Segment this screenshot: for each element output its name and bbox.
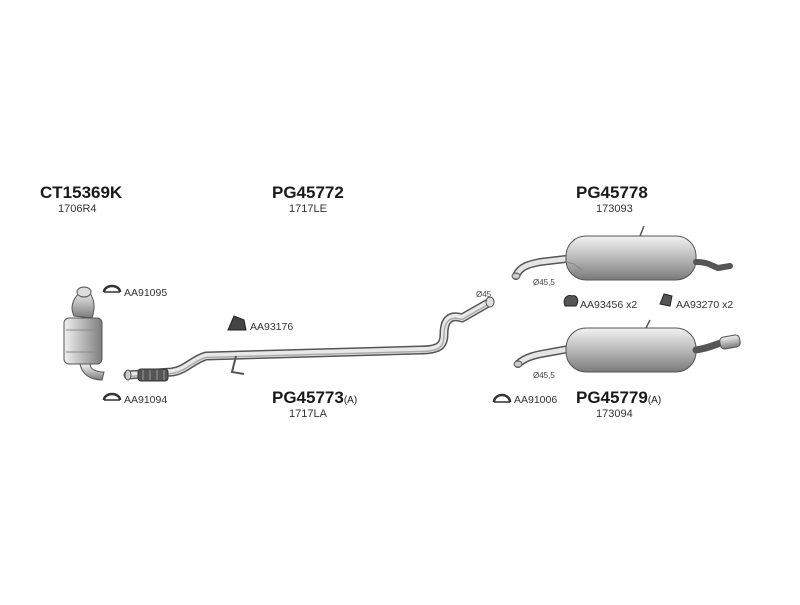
part-code-catalyst: CT15369K [40, 183, 123, 202]
hanger-icon [659, 293, 673, 307]
clamp-icon [102, 392, 122, 401]
accessory-rear-clamp: AA91006 [514, 394, 558, 406]
accessory-clamp-upper: AA91095 [124, 287, 168, 299]
rear-clamp-icon [492, 393, 512, 403]
part-ref-catalyst: 1706R4 [58, 203, 97, 215]
part-code-rear-top: PG45778 [576, 183, 648, 202]
accessory-rubber-mount: AA93176 [250, 321, 294, 333]
part-code-mid-pipe-bottom: PG45773(A) [272, 388, 357, 408]
part-code-rear-bottom: PG45779(A) [576, 388, 661, 408]
clamp-icon [102, 284, 122, 293]
part-ref-rear-bottom: 173094 [596, 408, 633, 420]
diameter-rear-bottom-inlet: Ø45,5 [533, 371, 555, 380]
part-suffix-mid-pipe-bottom: (A) [343, 395, 358, 406]
rubber-mount-icon [227, 315, 247, 331]
hanger-icon [563, 295, 579, 307]
part-code-rear-bottom-value: PG45779 [576, 388, 648, 407]
part-ref-mid-pipe-top: 1717LE [289, 203, 327, 215]
part-code-mid-pipe-bottom-value: PG45773 [272, 388, 344, 407]
part-suffix-rear-bottom: (A) [647, 395, 662, 406]
diameter-mid-pipe-end: Ø45 [476, 290, 492, 299]
part-code-mid-pipe-top: PG45772 [272, 183, 344, 202]
part-ref-mid-pipe-bottom: 1717LA [289, 408, 327, 420]
accessory-hanger-b: AA93270 x2 [676, 299, 734, 311]
intermediate-pipe-part [123, 296, 495, 382]
part-ref-rear-top: 173093 [596, 203, 633, 215]
accessory-clamp-lower: AA91094 [124, 394, 168, 406]
accessory-hanger-a: AA93456 x2 [580, 299, 638, 311]
catalyst-part [63, 286, 105, 381]
rear-silencer-top-part [511, 225, 733, 281]
diameter-rear-top-inlet: Ø45,5 [533, 278, 555, 287]
rear-silencer-bottom-part [513, 319, 741, 373]
